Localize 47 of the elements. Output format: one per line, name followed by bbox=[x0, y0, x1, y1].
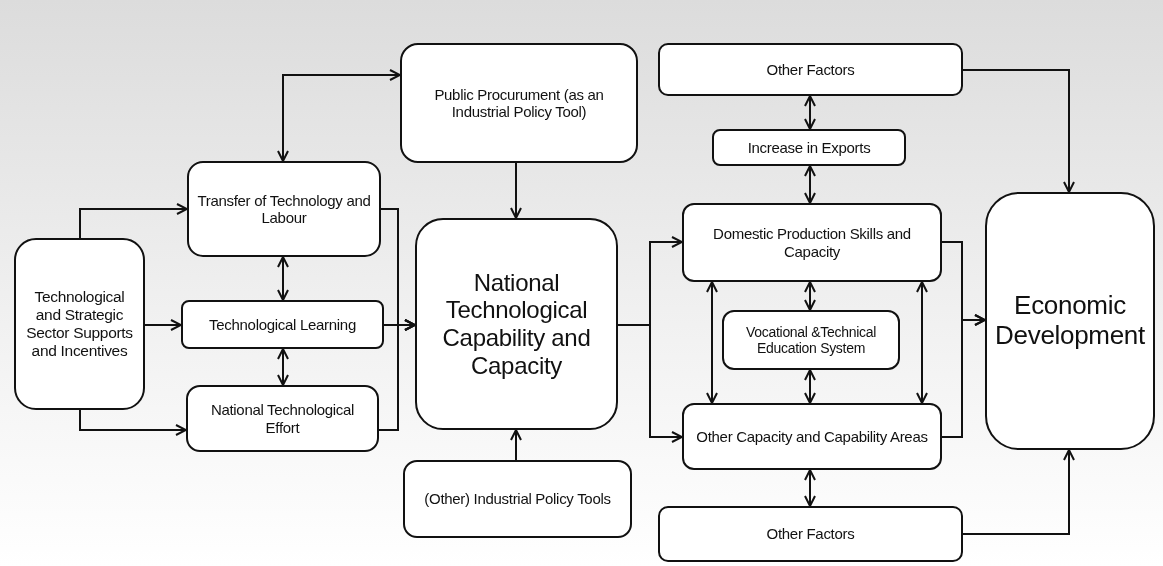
box-label: Other Capacity and Capability Areas bbox=[696, 427, 928, 446]
box-label: National Technological Effort bbox=[209, 401, 356, 436]
box-label: Other Factors bbox=[766, 60, 855, 79]
process-box bbox=[658, 506, 963, 562]
process-box bbox=[14, 238, 145, 410]
process-box bbox=[658, 43, 963, 96]
process-box bbox=[400, 43, 638, 163]
arrow bbox=[277, 256, 289, 301]
arrow bbox=[510, 429, 522, 461]
arrow bbox=[962, 69, 1075, 193]
arrow bbox=[144, 319, 182, 331]
arrow bbox=[510, 162, 522, 219]
arrow bbox=[916, 281, 928, 404]
arrow bbox=[277, 69, 401, 162]
process-box bbox=[403, 460, 632, 538]
box-label: Public Procurument (as an Industrial Policy Tool) bbox=[433, 85, 605, 121]
arrow bbox=[79, 409, 187, 436]
box-label: Increase in Exports bbox=[747, 138, 871, 157]
arrow bbox=[378, 319, 416, 431]
arrow bbox=[804, 95, 816, 130]
process-box bbox=[682, 403, 942, 470]
process-box bbox=[722, 310, 900, 370]
arrow bbox=[804, 469, 816, 507]
process-box bbox=[415, 218, 618, 430]
arrow bbox=[804, 165, 816, 204]
box-label: Vocational &Technical Education System bbox=[745, 323, 877, 357]
arrow bbox=[804, 281, 816, 311]
process-box bbox=[181, 300, 384, 349]
box-label: Transfer of Technology and Labour bbox=[196, 191, 372, 227]
arrow bbox=[277, 348, 289, 386]
box-label: Economic Development bbox=[994, 291, 1146, 351]
arrow bbox=[804, 369, 816, 404]
arrow bbox=[79, 203, 188, 239]
arrow bbox=[962, 449, 1075, 535]
process-box bbox=[186, 385, 379, 452]
arrow bbox=[941, 314, 986, 438]
arrow bbox=[706, 281, 718, 404]
process-box bbox=[682, 203, 942, 282]
box-label: Technological Learning bbox=[209, 315, 356, 334]
box-label: Domestic Production Skills and Capacity bbox=[712, 225, 912, 260]
box-label: Technological and Strategic Sector Supports and Incentives bbox=[25, 288, 134, 360]
process-box bbox=[187, 161, 381, 257]
box-label: National Technological Capability and Capacity bbox=[441, 268, 592, 380]
process-box bbox=[712, 129, 906, 166]
box-label: (Other) Industrial Policy Tools bbox=[424, 490, 611, 508]
process-box bbox=[985, 192, 1155, 450]
box-label: Other Factors bbox=[766, 525, 855, 543]
